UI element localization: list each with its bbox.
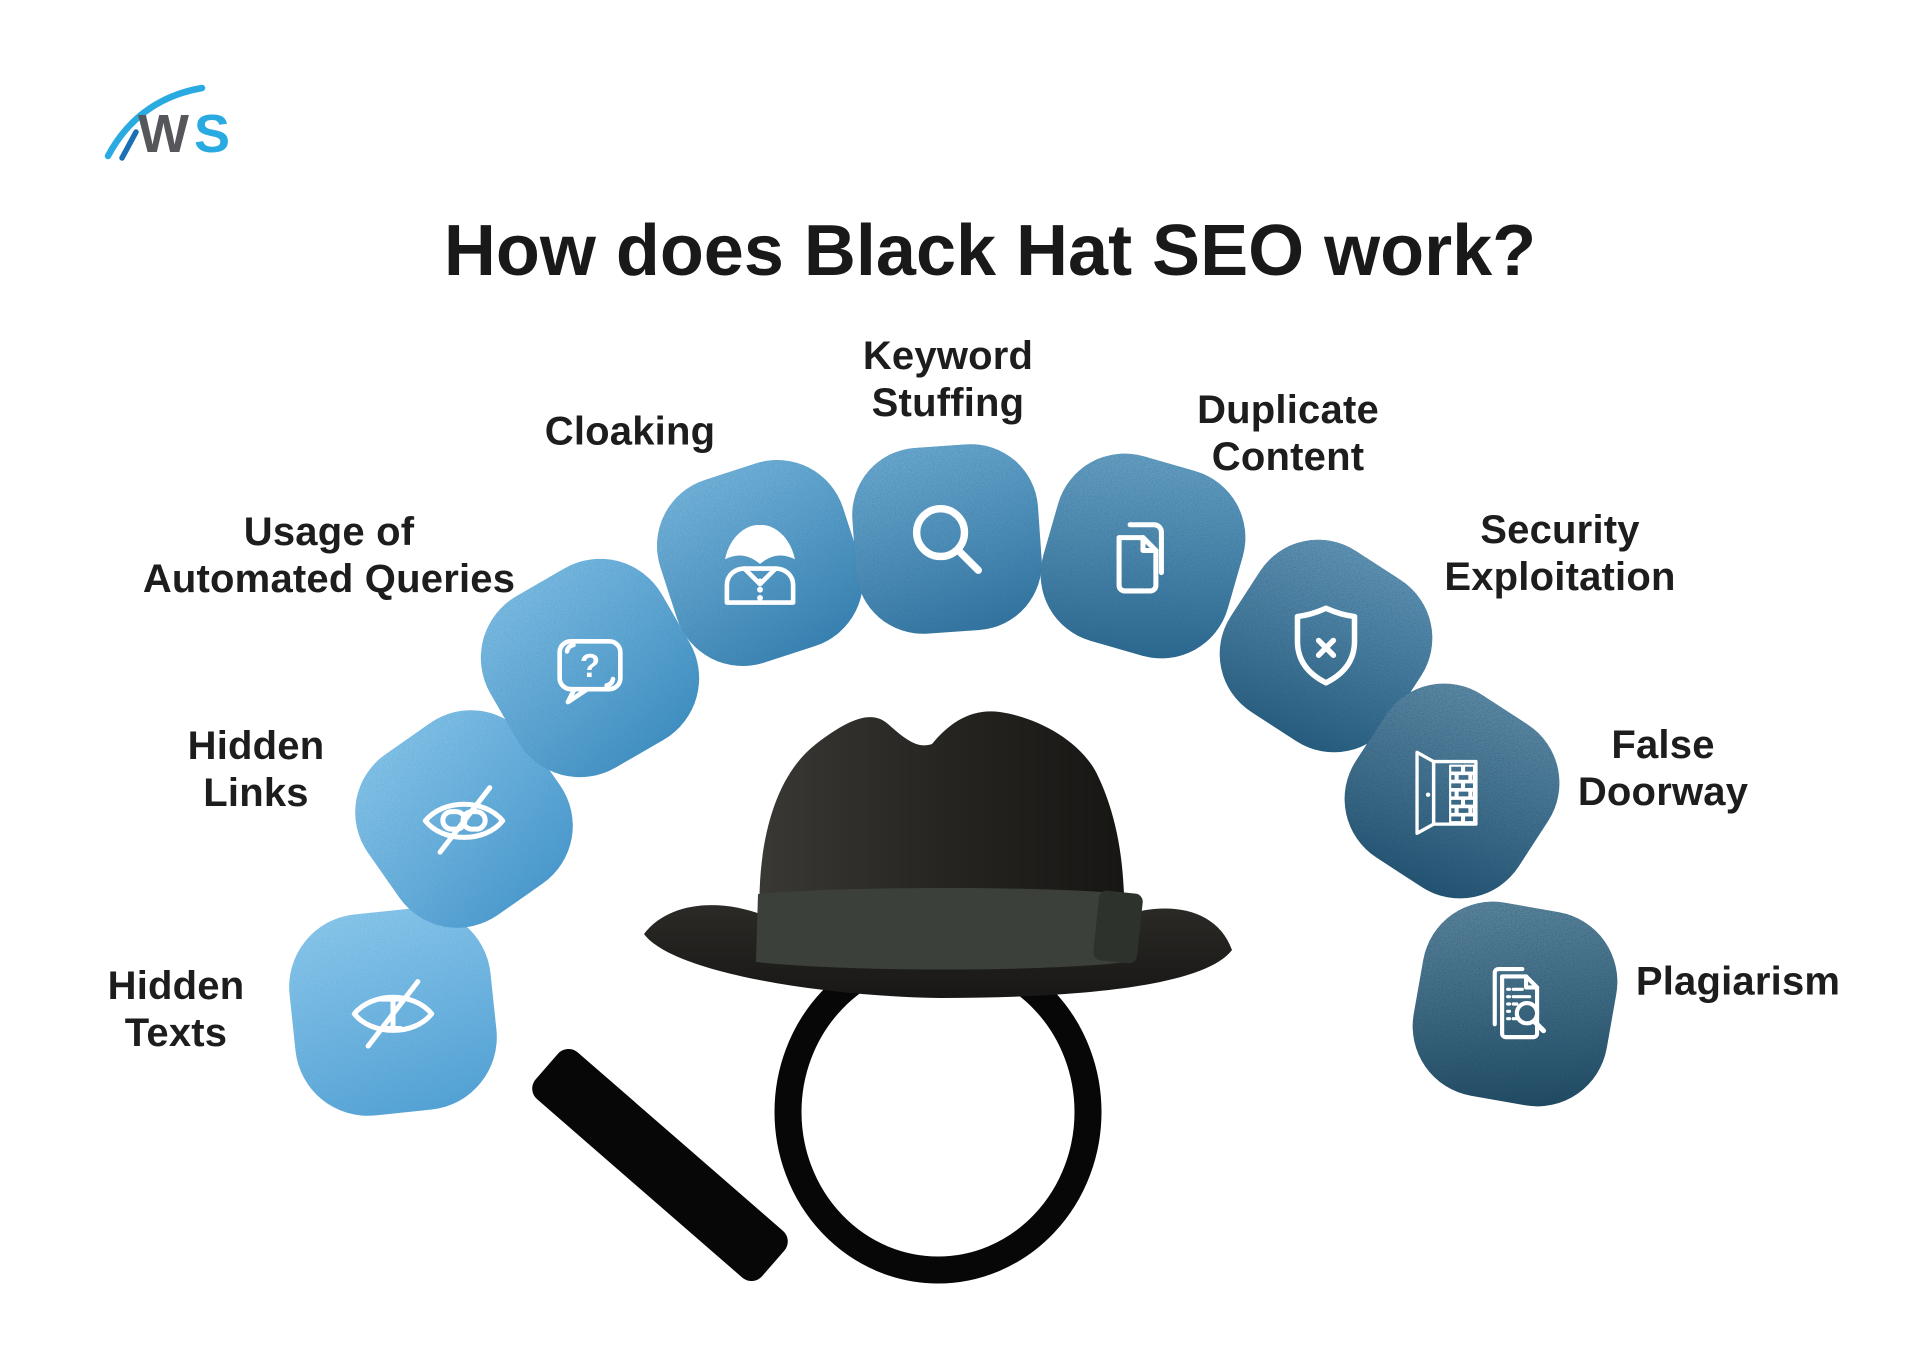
tile-label-cloaking: Cloaking <box>544 409 716 454</box>
tile-plagiarism <box>1401 890 1629 1118</box>
brand-logo: W S <box>98 80 288 164</box>
spy-disguise-icon <box>639 442 881 684</box>
copy-documents-icon <box>1024 437 1261 674</box>
hat-crown <box>759 711 1125 926</box>
hat-band-knot <box>1093 890 1143 964</box>
question-bubble-icon: ? <box>455 533 725 803</box>
tile-false-doorway <box>1317 656 1587 926</box>
tile-grain-texture <box>454 532 726 804</box>
logo-letter-w: W <box>138 104 189 164</box>
open-door-brick-icon <box>1318 657 1586 925</box>
shield-x-icon <box>1193 513 1459 779</box>
tile-duplicate-content <box>1024 437 1262 675</box>
magnifier-handle <box>532 1048 788 1282</box>
tile-keyword-stuffing <box>847 439 1047 639</box>
tile-hidden-texts <box>281 900 505 1124</box>
hidden-link-eye-icon <box>328 683 601 956</box>
tile-label-plagiarism: Plagiarism <box>1635 959 1841 1004</box>
logo-letter-s: S <box>194 104 230 164</box>
tile-usage-of-automated-queries: ? <box>454 532 726 804</box>
hat-magnifier-illustration <box>532 711 1232 1284</box>
logo-swoosh-icon <box>104 84 206 161</box>
magnifying-glass <box>532 940 1102 1284</box>
tile-grain-texture <box>1024 437 1262 675</box>
hidden-text-eye-icon <box>282 901 504 1123</box>
document-search-icon <box>1401 890 1628 1117</box>
page-title: How does Black Hat SEO work? <box>443 211 1537 291</box>
fedora-hat <box>644 711 1232 998</box>
svg-text:?: ? <box>580 648 600 685</box>
tile-cloaking <box>639 442 881 684</box>
magnifier-ring <box>774 940 1102 1284</box>
hat-band <box>756 888 1128 970</box>
tile-grain-texture <box>847 439 1047 639</box>
search-magnifier-icon <box>848 440 1047 639</box>
